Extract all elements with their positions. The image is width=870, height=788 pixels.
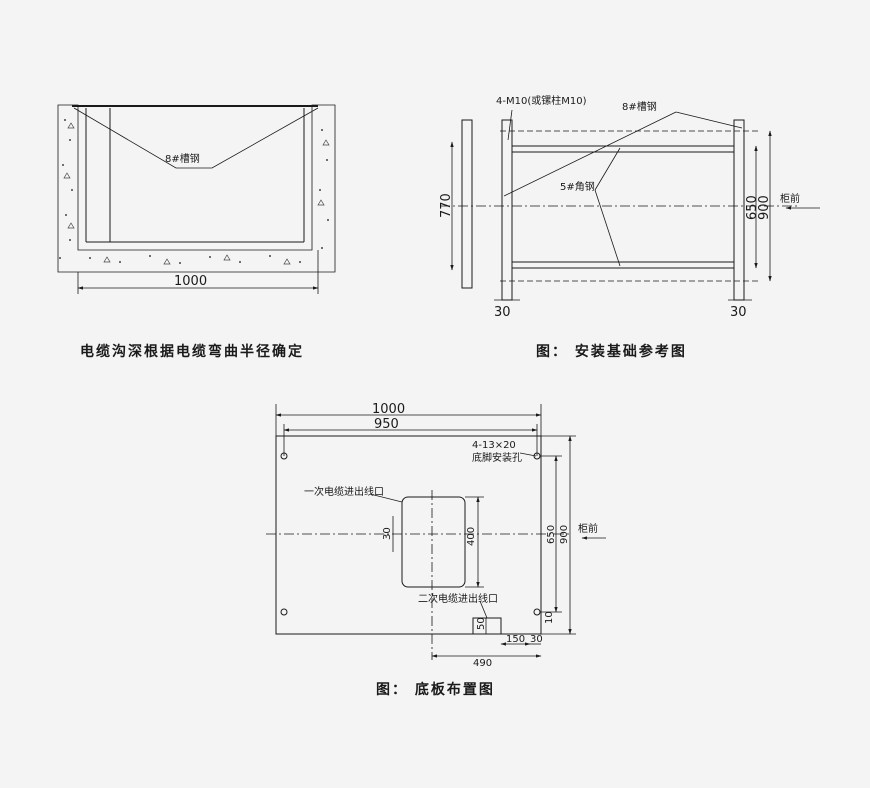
dim-50: 50	[476, 617, 487, 630]
angle-steel-label: 5#角钢	[560, 180, 595, 193]
dim-900: 900	[757, 195, 772, 220]
trench-section-drawing: 8#槽钢 1000	[57, 104, 336, 294]
baseplate-outline	[275, 435, 542, 635]
trench-caption: 电缆沟深根据电缆弯曲半径确定	[80, 343, 304, 360]
dim-30-side: 30	[382, 527, 393, 540]
dim-900-plate: 900	[559, 525, 570, 544]
concrete-texture	[59, 119, 330, 265]
channel-v-leader	[73, 107, 319, 169]
dim-30-right: 30	[730, 305, 747, 320]
baseplate-drawing: 1000 950 4-13×20 底脚安装孔 一次电缆进出线口 二次电缆进出线口…	[266, 402, 606, 669]
mount-hole-bl	[280, 608, 288, 616]
dim-30-left: 30	[494, 305, 511, 320]
foundation-channel-label: 8#槽钢	[622, 100, 657, 113]
right-channel-steel	[733, 119, 745, 301]
dim-1000: 1000	[372, 402, 405, 417]
dim-770: 770	[439, 193, 454, 218]
dim-150: 150	[506, 634, 525, 645]
mount-hole-br	[533, 608, 541, 616]
secondary-cable-label: 二次电缆进出线口	[418, 592, 498, 605]
trench-concrete-outline	[57, 104, 336, 273]
dim-10: 10	[544, 611, 555, 624]
foundation-caption: 图： 安装基础参考图	[536, 343, 687, 360]
left-channel-steel	[501, 119, 513, 301]
baseplate-caption: 图： 底板布置图	[376, 681, 495, 698]
hole-desc: 底脚安装孔	[472, 451, 522, 464]
trench-width-dim: 1000	[174, 274, 207, 289]
hole-spec: 4-13×20	[472, 440, 516, 451]
foundation-drawing: 4-M10(或镙柱M10) 8#槽钢 5#角钢 770 650 900 30 3…	[439, 94, 820, 320]
trench-channel-label: 8#槽钢	[165, 152, 200, 165]
left-side-bar	[461, 119, 473, 289]
dim-30-bottom: 30	[530, 634, 543, 645]
dim-650: 650	[745, 195, 760, 220]
plate-front-label: 柜前	[578, 522, 598, 535]
cabinet-front-label: 柜前	[780, 192, 800, 205]
primary-cable-opening	[401, 496, 466, 588]
bolt-label: 4-M10(或镙柱M10)	[496, 94, 587, 107]
dim-490: 490	[473, 658, 492, 669]
primary-cable-label: 一次电缆进出线口	[304, 485, 384, 498]
dim-650-plate: 650	[546, 525, 557, 544]
dim-950: 950	[374, 417, 399, 432]
dim-400: 400	[466, 527, 477, 546]
